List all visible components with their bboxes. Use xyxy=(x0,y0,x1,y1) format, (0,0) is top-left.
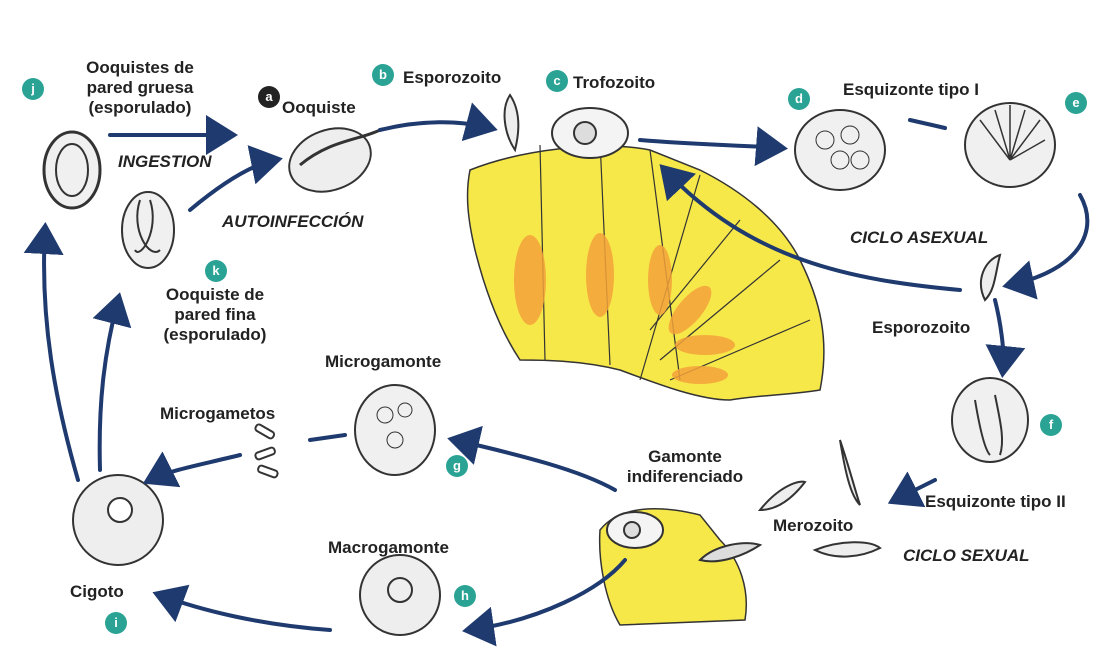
thin-oocyst-cell xyxy=(122,192,174,268)
macrogamont-cell xyxy=(360,555,440,635)
badge-k: k xyxy=(205,260,227,282)
label-merozoite: Merozoito xyxy=(773,516,853,536)
thick-oocyst-cell xyxy=(44,132,100,208)
label-gamont: Gamonte indiferenciado xyxy=(610,447,760,487)
badge-e: e xyxy=(1065,92,1087,114)
badge-i: i xyxy=(105,612,127,634)
schizont-type-2-cell xyxy=(952,378,1028,462)
gamont-tissue xyxy=(600,509,760,625)
badge-c: c xyxy=(546,70,568,92)
label-sporozoite-right: Esporozoito xyxy=(872,318,970,338)
label-trophozoite: Trofozoito xyxy=(573,73,655,93)
label-microgametes: Microgametos xyxy=(160,404,275,424)
sporozoite-on-tissue xyxy=(505,95,519,150)
label-sporozoite-top: Esporozoito xyxy=(403,68,501,88)
microgamont-cell xyxy=(355,385,435,475)
label-oocyst: Ooquiste xyxy=(282,98,356,118)
badge-b: b xyxy=(372,64,394,86)
badge-d: d xyxy=(788,88,810,110)
merozoites xyxy=(760,440,880,557)
microgametes xyxy=(254,423,278,478)
badge-a: a xyxy=(258,86,280,108)
label-ingestion: INGESTION xyxy=(118,152,212,172)
label-autoinfection: AUTOINFECCIÓN xyxy=(222,212,363,232)
label-schizont-type-2: Esquizonte tipo II xyxy=(925,492,1066,512)
zygote-cell xyxy=(73,475,163,565)
label-zygote: Cigoto xyxy=(70,582,124,602)
label-macrogamont: Macrogamonte xyxy=(328,538,449,558)
schizont-type-1-cell xyxy=(795,110,885,190)
trophozoite-cell xyxy=(552,108,628,158)
schizont-mature-cell xyxy=(965,103,1055,187)
label-schizont-type-1: Esquizonte tipo I xyxy=(843,80,979,100)
label-sexual-cycle: CICLO SEXUAL xyxy=(903,546,1030,566)
label-thick-oocyst: Ooquistes de pared gruesa (esporulado) xyxy=(60,58,220,118)
badge-j: j xyxy=(22,78,44,100)
label-asexual-cycle: CICLO ASEXUAL xyxy=(850,228,988,248)
badge-h: h xyxy=(454,585,476,607)
badge-f: f xyxy=(1040,414,1062,436)
sporozoite-free xyxy=(981,255,1000,300)
label-thin-oocyst: Ooquiste de pared fina (esporulado) xyxy=(140,285,290,345)
label-microgamont: Microgamonte xyxy=(325,352,441,372)
oocyst-cell xyxy=(280,117,380,202)
badge-g: g xyxy=(446,455,468,477)
intestinal-epithelium xyxy=(468,140,824,400)
